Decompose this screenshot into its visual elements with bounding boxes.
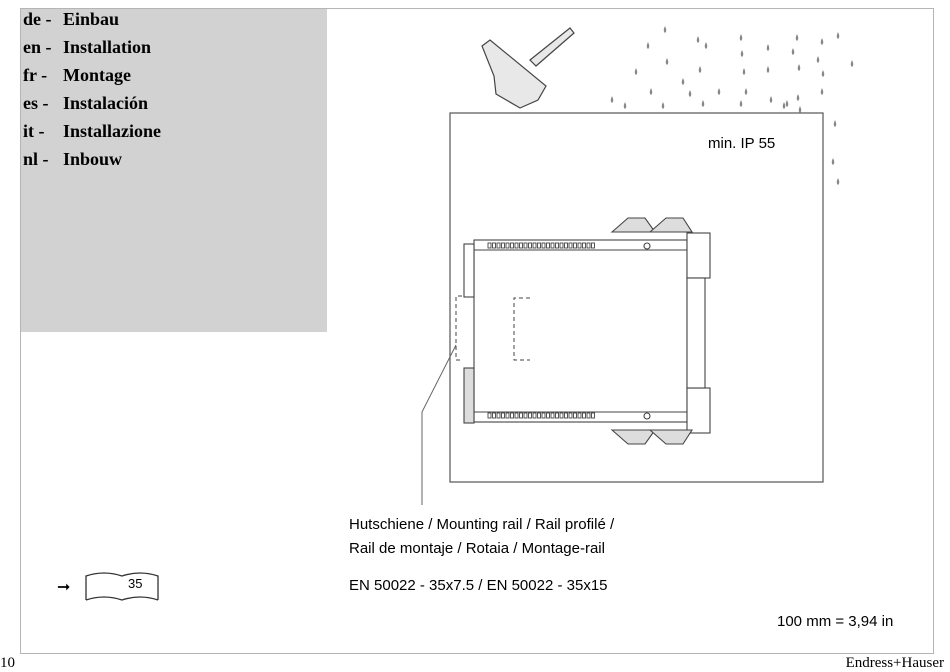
lang-row-es: es - Instalación	[23, 93, 148, 114]
rail-caption-line2: Rail de montaje / Rotaia / Montage-rail	[349, 540, 605, 557]
terminal-teeth	[487, 242, 595, 419]
lang-row-it: it - Installazione	[23, 121, 161, 142]
lang-row-de: de - Einbau	[23, 9, 119, 30]
page-number: 10	[0, 655, 15, 671]
language-title-panel: de -Einbau en -Installation fr -Montage …	[21, 9, 327, 332]
lang-code: en -	[23, 37, 52, 57]
enclosure-box	[449, 112, 824, 483]
lang-title: Inbouw	[63, 149, 123, 169]
lang-title: Installazione	[63, 121, 162, 141]
page-frame	[20, 8, 934, 654]
lang-title: Installation	[63, 37, 152, 57]
lang-code: it -	[23, 121, 45, 141]
lang-title: Instalación	[63, 93, 149, 113]
reference-page[interactable]: 35	[128, 576, 143, 591]
rail-standard: EN 50022 - 35x7.5 / EN 50022 - 35x15	[349, 577, 608, 594]
lang-code: de -	[23, 9, 52, 29]
lang-code: fr -	[23, 65, 48, 85]
lang-row-nl: nl - Inbouw	[23, 149, 122, 170]
arrow-right-icon: ➞	[57, 579, 71, 596]
rail-caption-line1: Hutschiene / Mounting rail / Rail profil…	[349, 516, 615, 533]
lang-row-fr: fr - Montage	[23, 65, 131, 86]
lang-code: nl -	[23, 149, 49, 169]
lang-row-en: en - Installation	[23, 37, 151, 58]
din-rail-device	[463, 217, 711, 445]
rain-drops-icon	[610, 26, 854, 185]
protection-label: min. IP 55	[708, 135, 776, 152]
rail-leader-line	[421, 344, 457, 505]
book-icon	[85, 572, 159, 601]
brand-name: Endress+Hauser	[845, 655, 944, 671]
hammer-icon	[481, 27, 575, 109]
unit-conversion: 100 mm = 3,94 in	[777, 613, 894, 630]
lang-title: Einbau	[63, 9, 120, 29]
lang-code: es -	[23, 93, 49, 113]
lang-title: Montage	[63, 65, 131, 85]
mounting-rail	[455, 295, 530, 361]
